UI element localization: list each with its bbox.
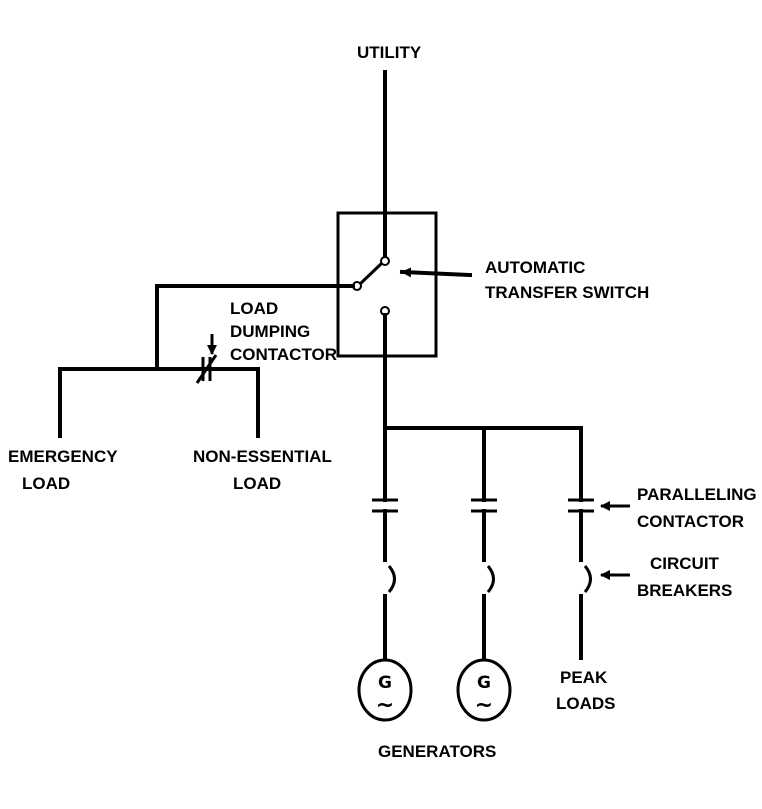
generators-label: GENERATORS: [378, 742, 496, 761]
breakers-label-line1: CIRCUIT: [650, 554, 720, 573]
peak-loads-label-line2: LOADS: [556, 694, 616, 713]
ats-label-line2: TRANSFER SWITCH: [485, 283, 649, 302]
peak-load-branch: [568, 426, 594, 660]
nonessential-load-label-line2: LOAD: [233, 474, 281, 493]
utility-label: UTILITY: [357, 43, 422, 62]
generator-1-wave: ~: [376, 693, 394, 718]
load-dump-label-line3: CONTACTOR: [230, 345, 337, 364]
contactor-icon: [195, 354, 218, 384]
paralleling-label-line1: PARALLELING: [637, 485, 757, 504]
breakers-label-line2: BREAKERS: [637, 581, 732, 600]
paralleling-label-line2: CONTACTOR: [637, 512, 744, 531]
transfer-switch-icon: [352, 256, 390, 316]
load-dump-label-line1: LOAD: [230, 299, 278, 318]
nonessential-load-label-line1: NON-ESSENTIAL: [193, 447, 332, 466]
peak-loads-label-line1: PEAK: [560, 668, 608, 687]
emergency-load-label-line2: LOAD: [22, 474, 70, 493]
ats-label-line1: AUTOMATIC: [485, 258, 585, 277]
emergency-load-label-line1: EMERGENCY: [8, 447, 118, 466]
generator-2-wave: ~: [475, 693, 493, 718]
generator-branch-1: G ~: [357, 426, 413, 722]
load-dump-label-line2: DUMPING: [230, 322, 310, 341]
ats-arrow: [399, 267, 473, 278]
generator-branch-2: G ~: [456, 426, 512, 722]
generator-1-symbol: G: [378, 673, 392, 693]
generator-2-symbol: G: [477, 673, 491, 693]
